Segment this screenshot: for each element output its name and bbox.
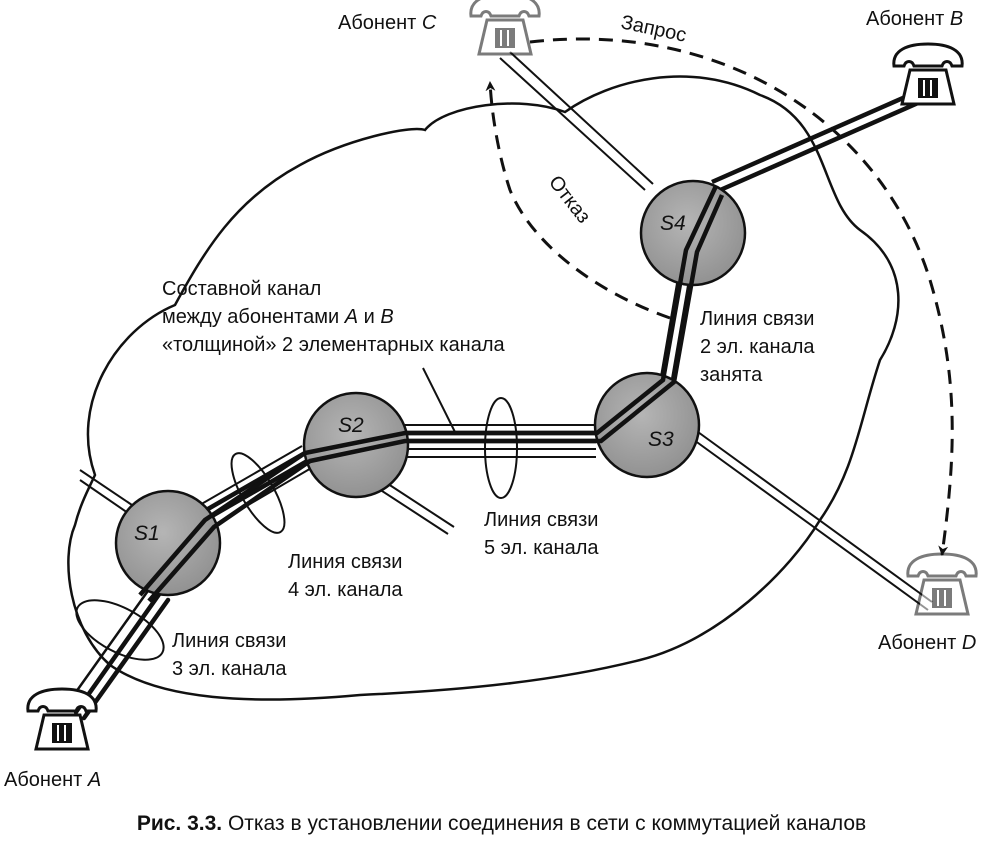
svg-text:занята: занята xyxy=(700,364,763,386)
circuit-switching-diagram: S1 S2 S3 S4 Запрос Отказ Абонент C Абоне… xyxy=(4,0,978,791)
link-s4-b xyxy=(711,91,919,194)
link-ellipse-3 xyxy=(75,599,165,661)
link-s3-d xyxy=(693,431,933,611)
link-5-label: Линия связи 5 эл. канала xyxy=(484,509,599,559)
subscriber-a-label: Абонент A xyxy=(4,769,101,791)
svg-text:2 эл. канала: 2 эл. канала xyxy=(700,336,815,358)
link-2-label: Линия связи 2 эл. канала занята xyxy=(700,308,815,386)
refusal-label: Отказ xyxy=(544,172,595,228)
refusal-arrow xyxy=(485,81,671,320)
svg-text:Линия связи: Линия связи xyxy=(288,551,402,573)
svg-text:между абонентами A и B: между абонентами A и B xyxy=(162,306,394,328)
subscriber-b-label: Абонент B xyxy=(866,8,963,30)
svg-text:Линия связи: Линия связи xyxy=(172,630,286,652)
caption-number: Рис. 3.3. xyxy=(136,812,223,835)
phone-c-icon xyxy=(469,0,541,56)
active-composite-channel xyxy=(138,185,725,603)
request-arrow xyxy=(529,37,954,556)
phone-b-icon xyxy=(892,42,964,106)
svg-text:Линия связи: Линия связи xyxy=(700,308,814,330)
switch-s1-label: S1 xyxy=(134,522,160,545)
link-stub-s2 xyxy=(375,479,455,535)
switch-s2-label: S2 xyxy=(338,414,364,437)
switch-s1 xyxy=(114,489,222,597)
svg-text:Линия связи: Линия связи xyxy=(484,509,598,531)
composite-channel-pointer xyxy=(422,367,456,433)
phone-d-icon xyxy=(906,552,978,616)
svg-text:«толщиной» 2 элементарных кана: «толщиной» 2 элементарных канала xyxy=(162,334,506,356)
network-cloud xyxy=(67,75,900,701)
link-ellipse-5 xyxy=(484,397,518,499)
switch-s4-label: S4 xyxy=(660,212,686,235)
subscriber-c-label: Абонент C xyxy=(338,12,437,34)
link-3-label: Линия связи 3 эл. канала xyxy=(172,630,287,680)
composite-channel-label: Составной канал между абонентами A и B «… xyxy=(162,278,506,356)
link-s4-c xyxy=(499,51,654,191)
svg-text:Составной канал: Составной канал xyxy=(162,278,321,300)
svg-text:3 эл. канала: 3 эл. канала xyxy=(172,658,287,680)
svg-text:4 эл. канала: 4 эл. канала xyxy=(288,579,403,601)
switch-s3 xyxy=(593,371,701,479)
link-stub-s1 xyxy=(79,469,133,514)
caption-text: Отказ в установлении соединения в сети с… xyxy=(222,812,867,835)
subscriber-d-label: Абонент D xyxy=(878,632,976,654)
link-4-label: Линия связи 4 эл. канала xyxy=(288,551,403,601)
switch-s3-label: S3 xyxy=(648,428,674,451)
figure-caption: Рис. 3.3. Отказ в установлении соединени… xyxy=(0,812,1003,836)
svg-text:5 эл. канала: 5 эл. канала xyxy=(484,537,599,559)
